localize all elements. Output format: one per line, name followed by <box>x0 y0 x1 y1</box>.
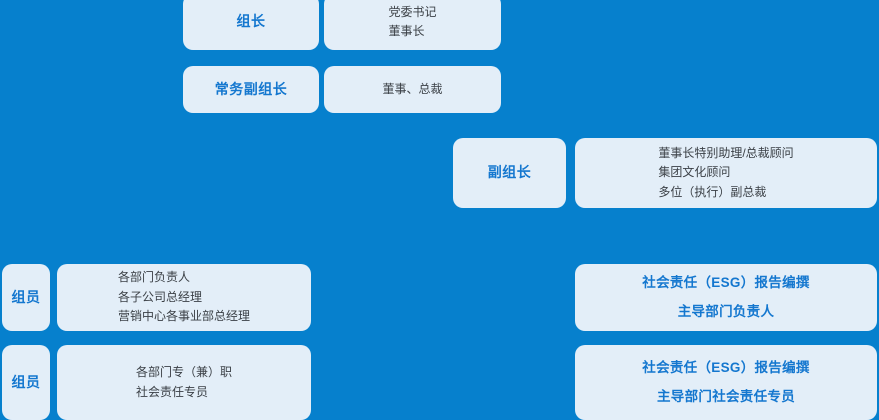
detail-list-zuyuan-1: 各部门负责人 各子公司总经理 营销中心各事业部总经理 <box>118 269 250 325</box>
detail-list-zuyuan-2: 各部门专（兼）职 社会责任专员 <box>136 364 232 401</box>
detail-line: 董事长特别助理/总裁顾问 <box>658 145 794 160</box>
esg-line: 社会责任（ESG）报告编撰 <box>642 274 810 290</box>
card-role-zuyuan-1[interactable]: 组员 <box>2 264 50 331</box>
esg-line: 社会责任（ESG）报告编撰 <box>642 359 810 375</box>
role-label-zuyuan-2: 组员 <box>11 373 41 390</box>
esg-line: 主导部门负责人 <box>677 303 775 319</box>
card-detail-zuyuan-1[interactable]: 各部门负责人 各子公司总经理 营销中心各事业部总经理 <box>57 264 311 331</box>
detail-line: 党委书记 <box>388 4 437 19</box>
detail-list-changwu-fuzuzhang: 董事、总裁 <box>382 81 442 98</box>
role-label-fuzuzhang: 副组长 <box>487 164 532 181</box>
card-detail-changwu-fuzuzhang[interactable]: 董事、总裁 <box>324 66 501 113</box>
detail-line: 集团文化顾问 <box>658 165 731 180</box>
role-label-zuzhang: 组长 <box>236 13 266 30</box>
detail-list-zuzhang: 党委书记 董事长 <box>388 4 436 41</box>
card-role-zuzhang[interactable]: 组长 <box>183 0 319 50</box>
detail-line: 各部门负责人 <box>117 270 190 285</box>
esg-lines-1: 社会责任（ESG）报告编撰 主导部门负责人 <box>575 274 877 322</box>
esg-line: 主导部门社会责任专员 <box>657 388 795 404</box>
detail-line: 董事长 <box>388 24 425 38</box>
detail-line: 董事、总裁 <box>382 81 443 96</box>
card-detail-zuyuan-2[interactable]: 各部门专（兼）职 社会责任专员 <box>57 345 311 420</box>
role-label-changwu-fuzuzhang: 常务副组长 <box>214 80 288 97</box>
card-detail-zuzhang[interactable]: 党委书记 董事长 <box>324 0 501 50</box>
card-detail-fuzuzhang[interactable]: 董事长特别助理/总裁顾问 集团文化顾问 多位（执行）副总裁 <box>575 138 877 208</box>
detail-line: 营销中心各事业部总经理 <box>117 309 250 324</box>
card-role-zuyuan-2[interactable]: 组员 <box>2 345 50 420</box>
detail-list-fuzuzhang: 董事长特别助理/总裁顾问 集团文化顾问 多位（执行）副总裁 <box>658 145 793 201</box>
detail-line: 多位（执行）副总裁 <box>658 184 767 199</box>
detail-line: 社会责任专员 <box>135 384 208 399</box>
card-role-changwu-fuzuzhang[interactable]: 常务副组长 <box>183 66 319 113</box>
card-esg-report-lead-department-officer[interactable]: 社会责任（ESG）报告编撰 主导部门社会责任专员 <box>575 345 877 420</box>
detail-line: 各子公司总经理 <box>117 289 202 304</box>
esg-lines-2: 社会责任（ESG）报告编撰 主导部门社会责任专员 <box>575 359 877 407</box>
card-role-fuzuzhang[interactable]: 副组长 <box>453 138 566 208</box>
role-label-zuyuan-1: 组员 <box>11 288 41 305</box>
card-esg-report-lead-department-head[interactable]: 社会责任（ESG）报告编撰 主导部门负责人 <box>575 264 877 331</box>
detail-line: 各部门专（兼）职 <box>135 365 232 380</box>
